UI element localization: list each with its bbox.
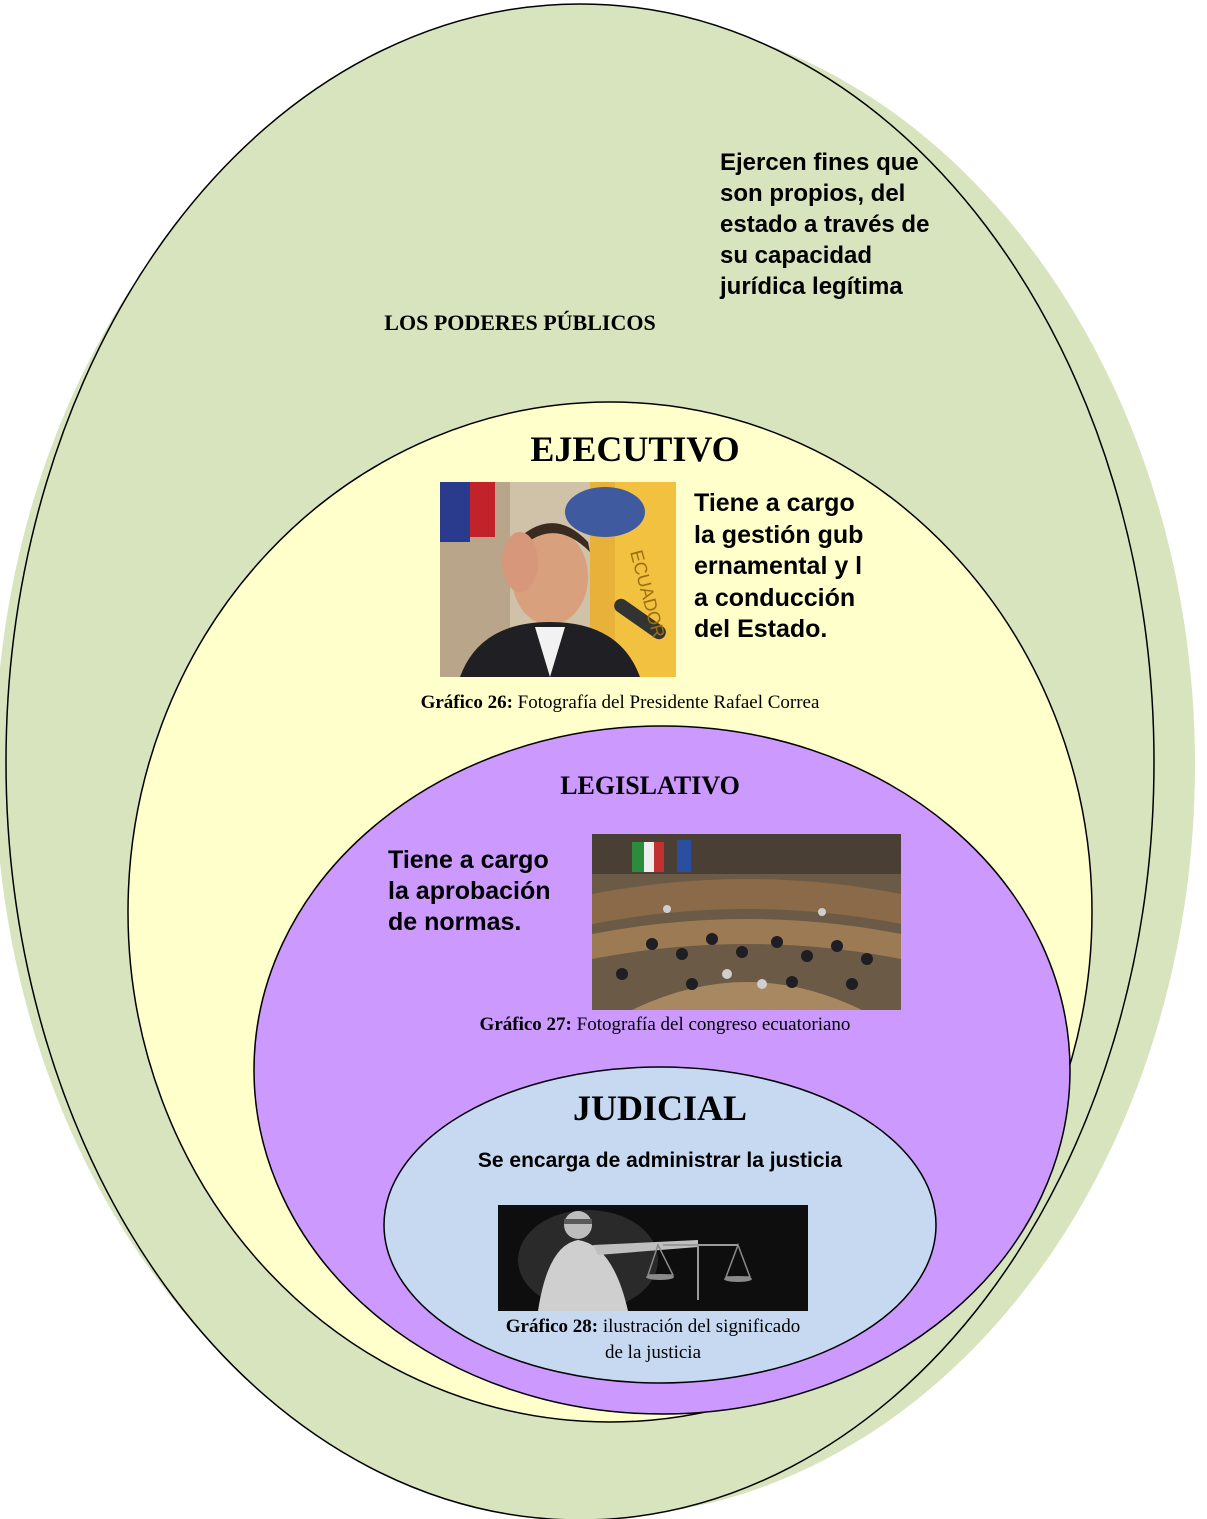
- outer-description: Ejercen fines que son propios, del estad…: [720, 149, 930, 300]
- justice-illustration: [498, 1205, 808, 1311]
- legislativo-description: Tiene a cargo la aprobación de normas.: [388, 846, 551, 936]
- judicial-title: JUDICIAL: [572, 1088, 748, 1128]
- ejecutivo-caption: Gráfico 26: Fotografía del Presidente Ra…: [330, 692, 910, 714]
- judicial-caption-text: ilustración del significado de la justic…: [598, 1316, 801, 1363]
- ejecutivo-title: EJECUTIVO: [530, 429, 740, 469]
- ejecutivo-caption-label: Gráfico 26:: [420, 692, 513, 713]
- judicial-caption: Gráfico 28: ilustración del significado …: [500, 1314, 806, 1366]
- ejecutivo-caption-text: Fotografía del Presidente Rafael Correa: [512, 692, 820, 713]
- judicial-caption-label: Gráfico 28:: [505, 1316, 599, 1337]
- congress-photo: [592, 834, 901, 1010]
- ejecutivo-description: Tiene a cargo la gestión gubernamental y…: [694, 489, 864, 643]
- outer-title: LOS PODERES PÚBLICOS: [384, 310, 656, 335]
- legislativo-caption-text: Fotografía del congreso ecuatoriano: [571, 1014, 851, 1035]
- judicial-description: Se encarga de administrar la justicia: [477, 1149, 843, 1172]
- legislativo-caption-label: Gráfico 27:: [479, 1014, 572, 1035]
- president-photo: ECUADOR: [440, 482, 676, 677]
- legislativo-caption: Gráfico 27: Fotografía del congreso ecua…: [400, 1014, 930, 1036]
- legislativo-title: LEGISLATIVO: [560, 771, 740, 800]
